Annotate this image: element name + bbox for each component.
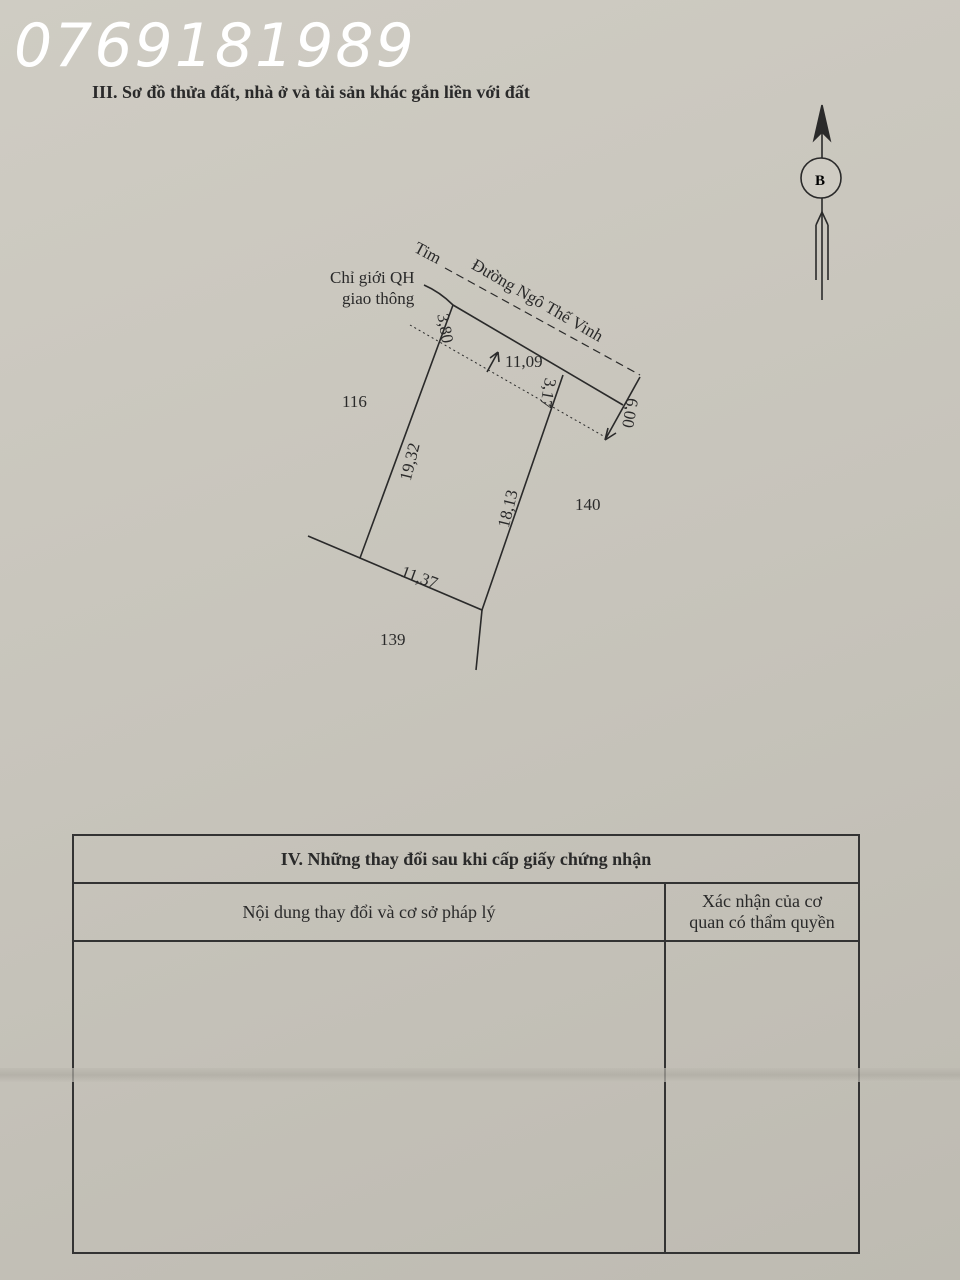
section-3-title: III. Sơ đồ thửa đất, nhà ở và tài sản kh… xyxy=(92,82,530,102)
road-edge-line xyxy=(452,304,624,406)
dim-front: 11,09 xyxy=(505,352,543,371)
neighbor-116: 116 xyxy=(342,392,367,411)
road-width-arrow xyxy=(604,376,641,441)
col-header-confirmation-line2: quan có thẩm quyền xyxy=(689,912,835,932)
north-circle xyxy=(800,157,842,199)
section-4-title: IV. Những thay đổi sau khi cấp giấy chứn… xyxy=(72,834,860,884)
lot-outline xyxy=(358,304,564,612)
boundary-label-2: giao thông xyxy=(342,289,415,308)
neighbor-140: 140 xyxy=(575,495,601,514)
neighbor-boundary-bottom xyxy=(475,609,483,671)
changes-table: IV. Những thay đổi sau khi cấp giấy chứn… xyxy=(72,834,860,1254)
col-header-confirmation-line1: Xác nhận của cơ xyxy=(702,891,822,911)
paper-fold xyxy=(0,1068,960,1082)
north-arrow-head xyxy=(812,104,832,143)
north-arrow-tail xyxy=(815,210,829,280)
content-cell xyxy=(72,940,666,1254)
neighbor-139: 139 xyxy=(380,630,406,649)
boundary-label-1: Chỉ giới QH xyxy=(330,268,415,287)
boundary-curve xyxy=(423,284,454,306)
confirmation-cell xyxy=(664,940,860,1254)
col-header-content: Nội dung thay đổi và cơ sở pháp lý xyxy=(72,882,666,942)
neighbor-boundary-left xyxy=(307,535,361,559)
entrance-arrow xyxy=(486,351,500,373)
phone-watermark: 0769181989 xyxy=(14,11,416,81)
col-header-confirmation: Xác nhận của cơ quan có thẩm quyền xyxy=(664,882,860,942)
north-label: B xyxy=(815,173,825,189)
road-centerline xyxy=(444,267,641,376)
